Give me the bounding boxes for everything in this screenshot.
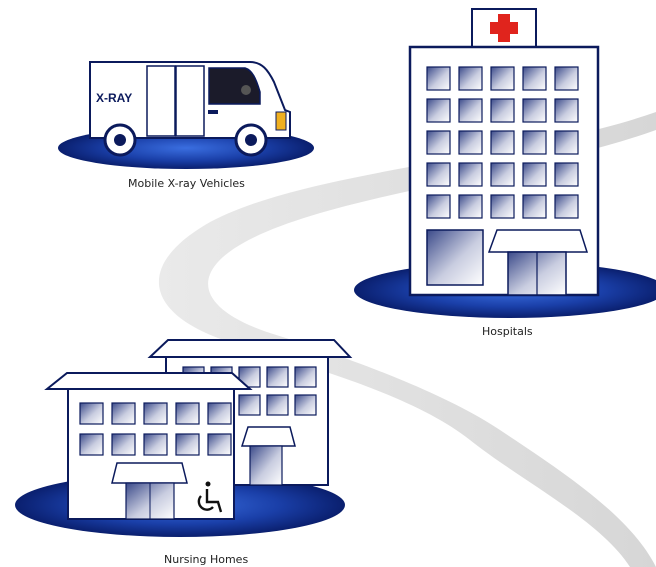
window bbox=[294, 394, 317, 416]
front-building-windows bbox=[79, 402, 232, 456]
window bbox=[490, 98, 515, 123]
window bbox=[554, 130, 579, 155]
window bbox=[554, 66, 579, 91]
window bbox=[522, 130, 547, 155]
window bbox=[426, 130, 451, 155]
window bbox=[175, 402, 200, 425]
van-xray-label: X-RAY bbox=[96, 91, 132, 105]
window bbox=[426, 194, 451, 219]
window bbox=[175, 433, 200, 456]
window bbox=[207, 433, 232, 456]
window bbox=[490, 194, 515, 219]
van-caption: Mobile X-ray Vehicles bbox=[128, 177, 245, 190]
window bbox=[79, 433, 104, 456]
window bbox=[266, 366, 289, 388]
window bbox=[238, 394, 261, 416]
window bbox=[522, 98, 547, 123]
window bbox=[111, 433, 136, 456]
window bbox=[79, 402, 104, 425]
window bbox=[426, 66, 451, 91]
window bbox=[458, 130, 483, 155]
hospital-caption: Hospitals bbox=[482, 325, 533, 338]
window bbox=[266, 394, 289, 416]
window bbox=[490, 66, 515, 91]
window bbox=[554, 162, 579, 187]
window bbox=[554, 98, 579, 123]
window bbox=[458, 66, 483, 91]
window bbox=[458, 98, 483, 123]
window bbox=[458, 162, 483, 187]
window bbox=[143, 402, 168, 425]
wheelchair-icon bbox=[197, 481, 223, 513]
window bbox=[426, 162, 451, 187]
nursing-homes bbox=[15, 339, 353, 537]
window bbox=[522, 66, 547, 91]
nursing-home-caption: Nursing Homes bbox=[164, 553, 249, 566]
window bbox=[238, 366, 261, 388]
hospital-building bbox=[354, 8, 656, 318]
window bbox=[294, 366, 317, 388]
window bbox=[554, 194, 579, 219]
window bbox=[490, 162, 515, 187]
hospital-windows bbox=[426, 66, 579, 219]
window bbox=[143, 433, 168, 456]
red-cross-icon bbox=[490, 14, 518, 42]
winding-road bbox=[158, 112, 656, 567]
window bbox=[207, 402, 232, 425]
window bbox=[111, 402, 136, 425]
window bbox=[490, 130, 515, 155]
mobile-xray-van: X-RAY bbox=[58, 61, 314, 169]
window bbox=[426, 98, 451, 123]
window bbox=[522, 194, 547, 219]
window bbox=[522, 162, 547, 187]
window bbox=[458, 194, 483, 219]
